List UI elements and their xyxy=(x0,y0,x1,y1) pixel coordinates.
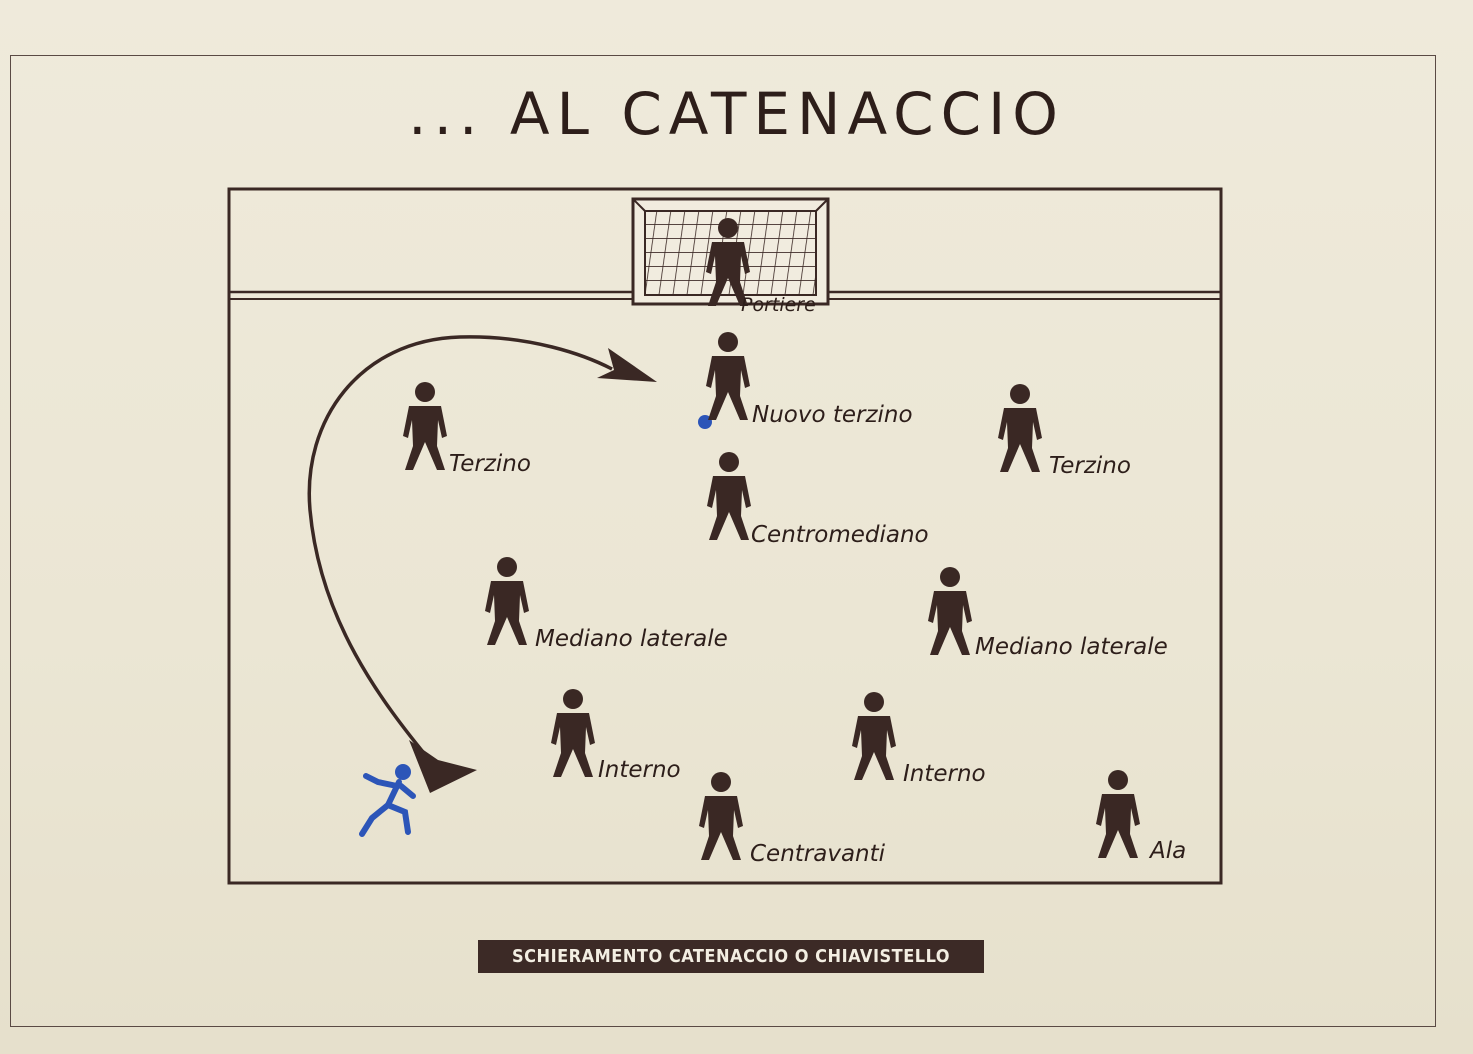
page-title: ... AL CATENACCIO xyxy=(408,80,1065,148)
page-border xyxy=(10,55,1436,1027)
player-figure-interno-left xyxy=(551,689,595,777)
player-figure-centromediano xyxy=(707,452,751,540)
player-figure-terzino-right xyxy=(998,384,1042,472)
arrow-head-top xyxy=(597,348,657,382)
player-label-interno-right: Interno xyxy=(903,761,986,787)
caption-bar: SCHIERAMENTO CATENACCIO O CHIAVISTELLO xyxy=(478,940,984,973)
player-label-mediano-laterale-left: Mediano laterale xyxy=(535,626,728,652)
player-label-interno-left: Interno xyxy=(598,757,681,783)
player-label-portiere: Portiere xyxy=(741,294,816,316)
player-figure-centravanti xyxy=(699,772,743,860)
player-label-centravanti: Centravanti xyxy=(750,841,886,867)
player-label-nuovo-terzino: Nuovo terzino xyxy=(752,402,913,428)
player-figure-terzino-left xyxy=(403,382,447,470)
player-label-ala: Ala xyxy=(1148,838,1186,864)
player-figure-interno-right xyxy=(852,692,896,780)
player-figure-nuovo-terzino xyxy=(706,332,750,420)
player-figure-ala xyxy=(1096,770,1140,858)
player-label-centromediano: Centromediano xyxy=(751,522,929,548)
movement-arrow-path xyxy=(307,335,613,765)
player-figure-mediano-laterale-left xyxy=(485,557,529,645)
runner-blue-icon xyxy=(359,764,416,837)
player-label-terzino-left: Terzino xyxy=(449,451,531,477)
arrow-tail-bottom xyxy=(409,740,477,793)
field-boundary xyxy=(227,187,1223,885)
caption-text: SCHIERAMENTO CATENACCIO O CHIAVISTELLO xyxy=(511,946,951,967)
player-label-terzino-right: Terzino xyxy=(1049,453,1131,479)
player-label-mediano-laterale-right: Mediano laterale xyxy=(975,634,1168,660)
player-figure-mediano-laterale-right xyxy=(928,567,972,655)
